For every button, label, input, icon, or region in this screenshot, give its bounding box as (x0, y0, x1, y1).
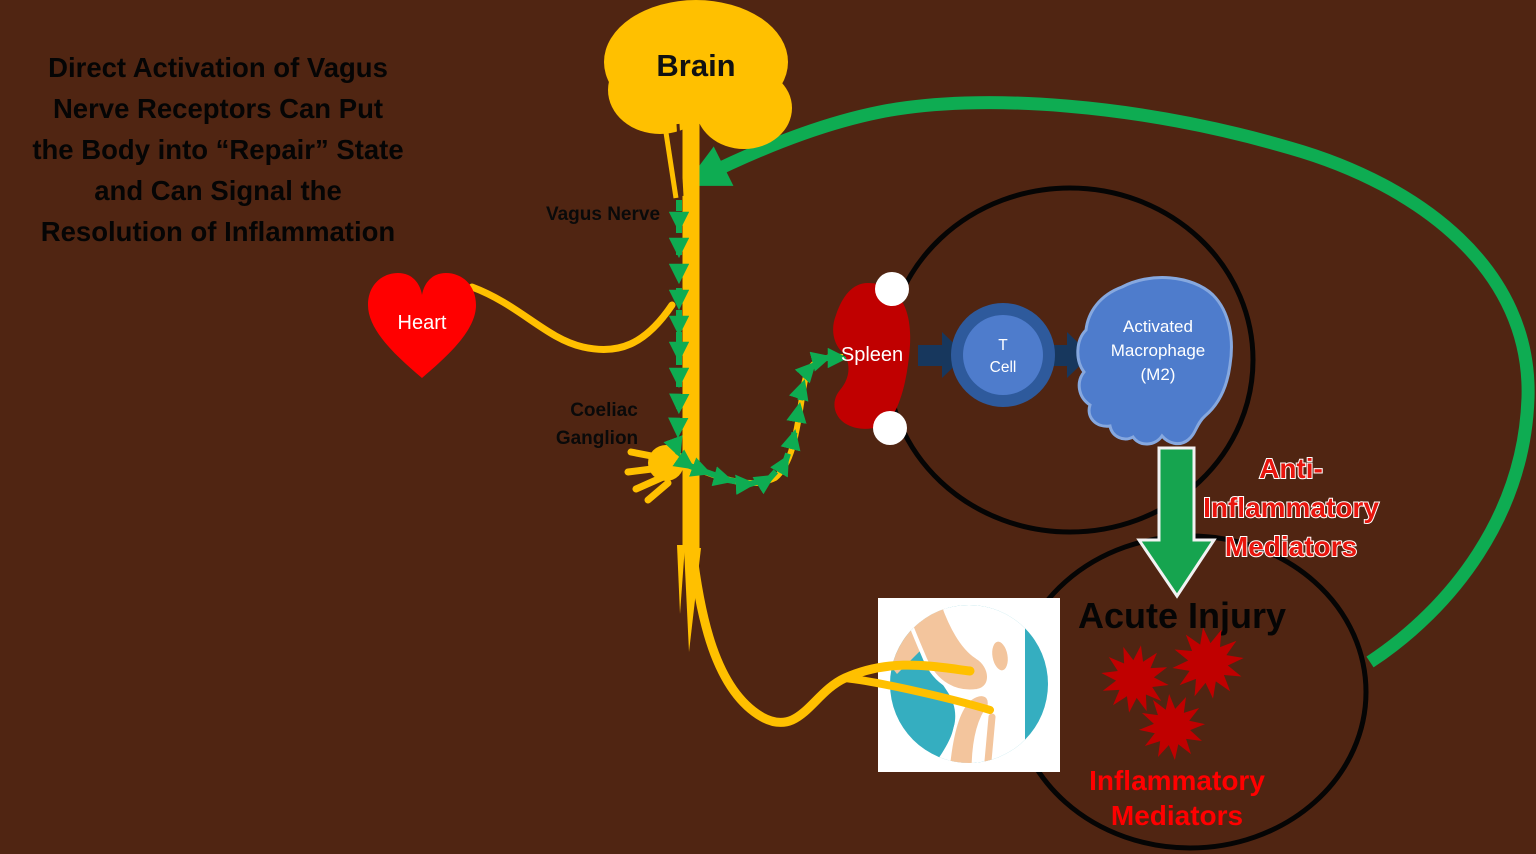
macrophage-label-line1: Activated (1123, 317, 1193, 336)
macrophage-label-line3: (M2) (1141, 365, 1176, 384)
vagus-nerve-slit (676, 123, 684, 197)
knee-nerve-line-lower (841, 674, 994, 714)
brain-shape (604, 0, 792, 149)
anti-inflammatory-arrow (1136, 446, 1217, 599)
title-line-4: and Can Signal the (94, 175, 342, 206)
spleen-shape (833, 283, 911, 429)
t-cell-label-line1: T (998, 337, 1008, 354)
vagus-nerve-branch-left (662, 125, 679, 199)
macrophage-shape (1076, 276, 1233, 446)
inflammatory-label-line1: Inflammatory (1089, 765, 1265, 796)
title-line-3: the Body into “Repair” State (32, 134, 403, 165)
knee-nerve-line-upper (687, 543, 975, 727)
heart-nerve-line (468, 283, 676, 354)
anti-inflammatory-label-line3: Mediators (1225, 531, 1357, 562)
heart-label: Heart (398, 312, 447, 334)
inflammatory-label-line2: Mediators (1111, 800, 1243, 831)
spleen-label: Spleen (841, 344, 903, 366)
brain-label: Brain (656, 48, 735, 83)
vagus-nerve-label: Vagus Nerve (546, 204, 660, 225)
anti-inflammatory-label-line2: Inflammatory (1203, 492, 1379, 523)
vagus-nerve-tip-side (677, 545, 685, 614)
receptor-dot-top (875, 272, 909, 306)
acute-injury-label: Acute Injury (1078, 595, 1286, 636)
receptor-dot-bottom (873, 411, 907, 445)
knee-image (878, 598, 1060, 772)
title-line-1: Direct Activation of Vagus (48, 52, 388, 83)
coeliac-ganglion-label-line2: Ganglion (556, 428, 638, 449)
coeliac-ganglion-label-line1: Coeliac (570, 400, 638, 421)
title-line-5: Resolution of Inflammation (41, 216, 395, 247)
title-line-2: Nerve Receptors Can Put (53, 93, 383, 124)
t-cell-label-line2: Cell (990, 359, 1017, 376)
macrophage-label-line2: Macrophage (1111, 341, 1206, 360)
title-block: Direct Activation of Vagus Nerve Recepto… (32, 52, 403, 247)
vagal-signal-dashed-path (663, 200, 849, 495)
patella-bone (989, 638, 1011, 674)
tibia-bone (946, 693, 991, 763)
anti-inflammatory-label-line1: Anti- (1259, 453, 1323, 484)
heart-shape (368, 273, 476, 378)
t-cell-inner (963, 315, 1043, 395)
resolution-feedback-curve (684, 96, 1535, 668)
